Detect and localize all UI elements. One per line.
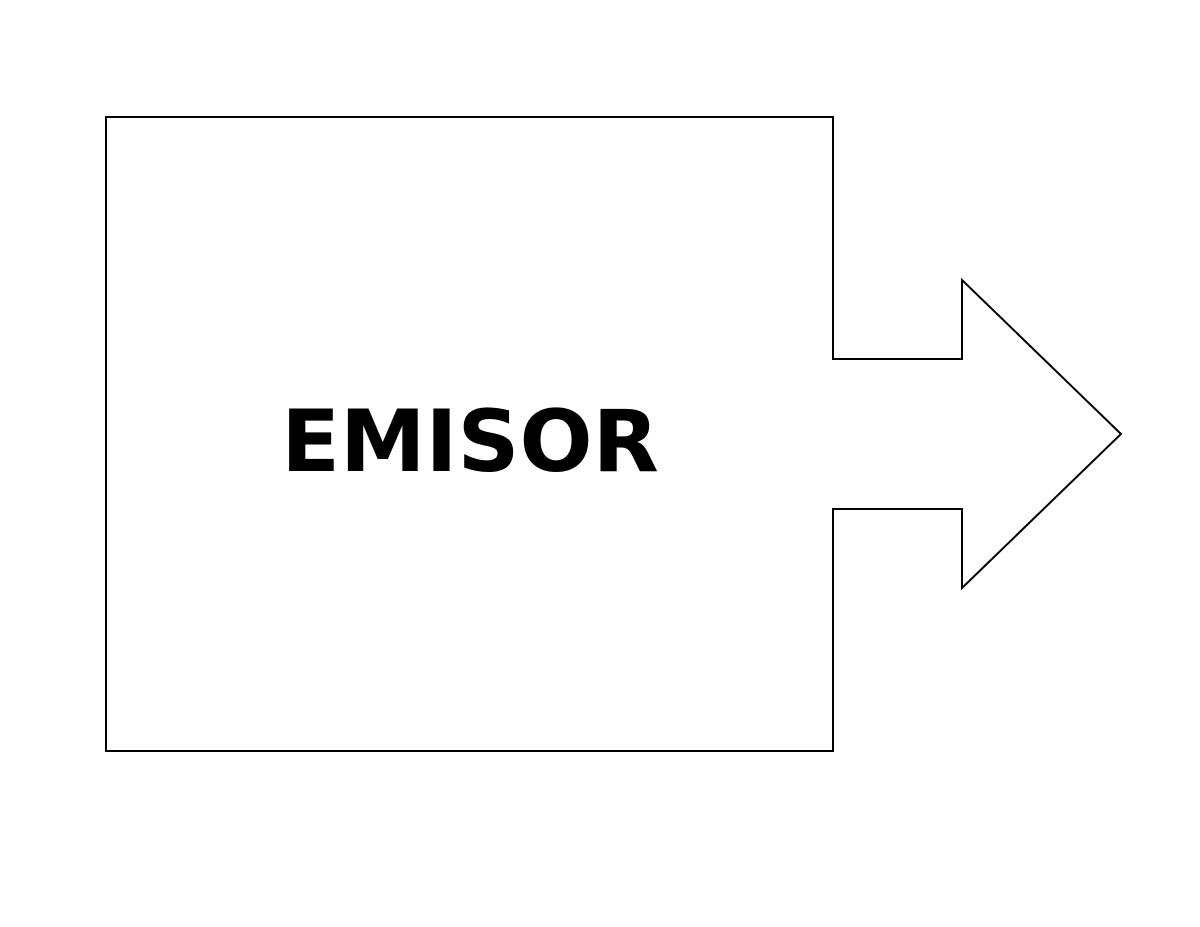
emitter-label: EMISOR <box>281 392 659 492</box>
emitter-box-with-arrow <box>105 116 1123 752</box>
